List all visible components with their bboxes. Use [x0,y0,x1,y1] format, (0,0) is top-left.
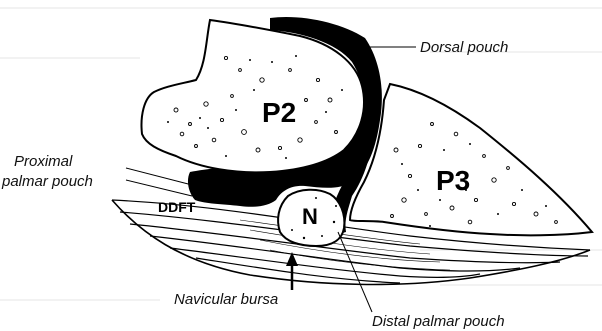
p3-label: P3 [436,165,470,196]
distal-palmar-pouch-label: Distal palmar pouch [372,313,505,330]
dorsal-pouch-label: Dorsal pouch [420,39,508,56]
ddft-label: DDFT [158,199,196,215]
proximal-palmar-pouch-label-line1: Proximal [14,153,73,170]
p2-label: P2 [262,97,296,128]
navicular-bursa-arrow [286,252,298,290]
proximal-palmar-pouch-label-line2: palmar pouch [1,173,93,190]
navicular-label: N [302,204,318,229]
bone-p3 [350,84,592,235]
navicular-bursa-label: Navicular bursa [174,291,278,308]
